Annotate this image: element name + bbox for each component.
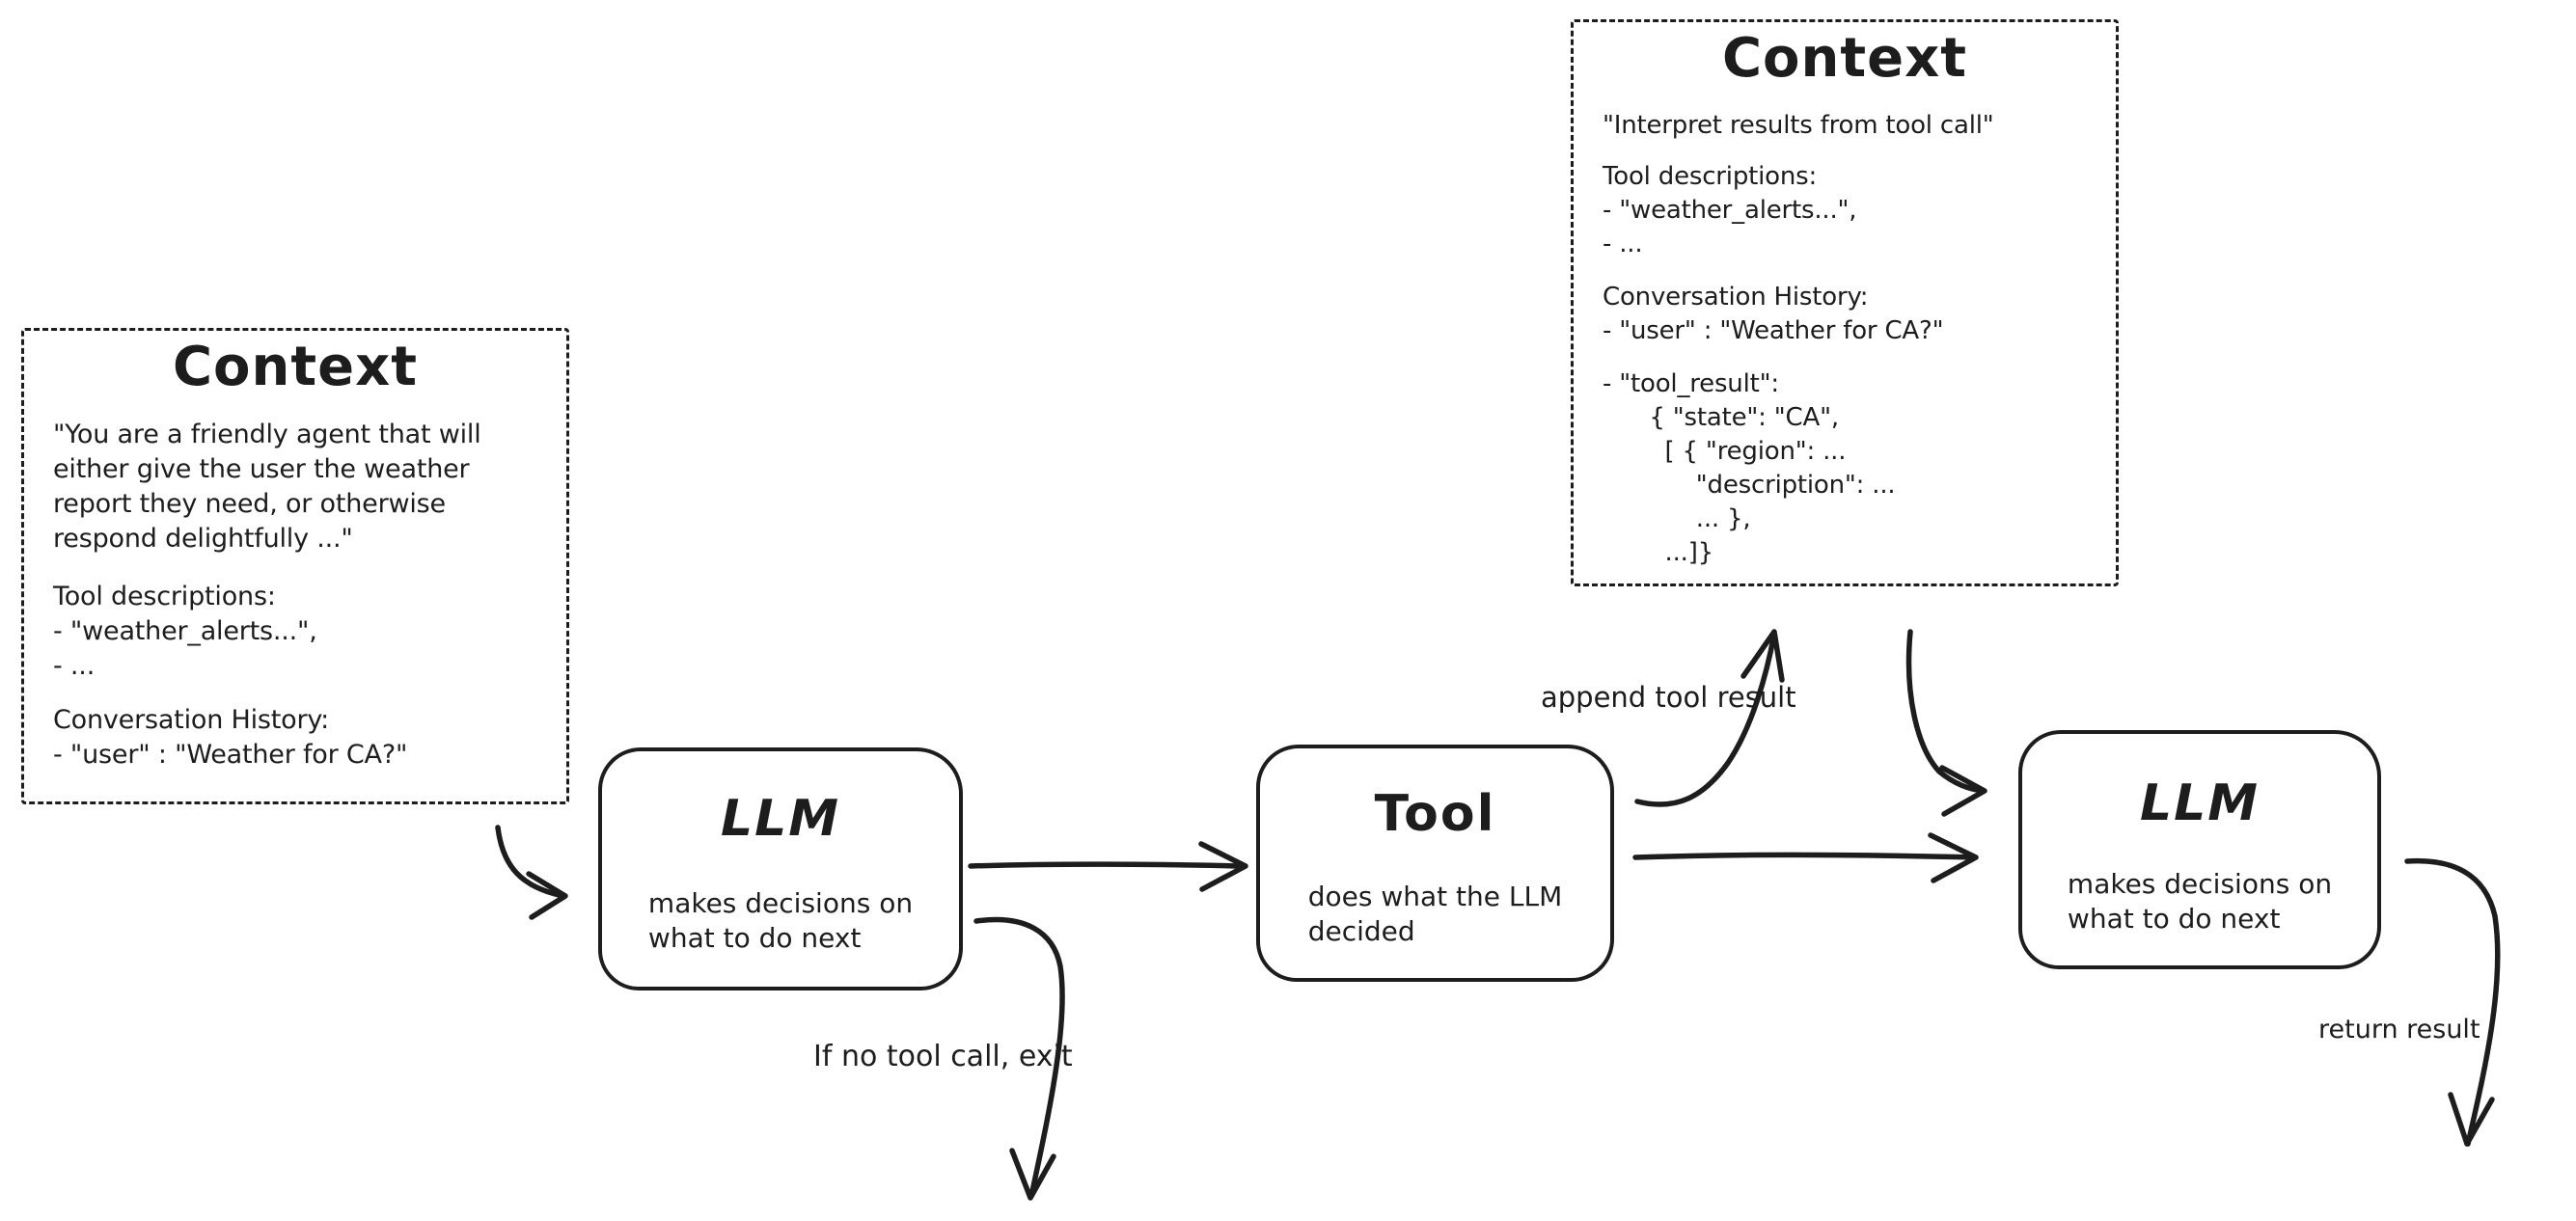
edge-label-return-result: return result [2318, 1015, 2480, 1045]
node-tool-title: Tool [1374, 785, 1496, 843]
node-llm-2-title: LLM [2139, 774, 2260, 832]
arrow-llm1-to-tool-head [1198, 841, 1248, 892]
node-tool-subtitle: does what the LLM decided [1307, 881, 1563, 947]
context-right-conversation-history: Conversation History: - "user" : "Weathe… [1603, 283, 1944, 345]
edge-label-if-no-tool-call-exit: If no tool call, exit [813, 1040, 1073, 1073]
arrow-tool-to-llm2 [1632, 832, 1979, 883]
arrow-context1-to-llm1-head [526, 871, 568, 920]
node-llm-1: LLM makes decisions on what to do next [598, 747, 963, 990]
context-left-conversation-history: Conversation History: - "user" : "Weathe… [53, 705, 408, 770]
context-left-tool-descriptions: Tool descriptions: - "weather_alerts..."… [53, 582, 317, 681]
arrow-context2-to-llm2 [1905, 629, 1987, 817]
arrow-context1-to-llm1-line [495, 825, 566, 899]
node-llm-1-subtitle: makes decisions on what to do next [647, 887, 914, 954]
arrow-llm2-return [2404, 857, 2501, 1147]
arrow-llm2-return-line [2404, 857, 2501, 1147]
arrow-context1-to-llm1 [495, 825, 568, 920]
arrow-context2-to-llm2-line [1905, 629, 1986, 794]
arrow-llm1-exit-line [973, 916, 1065, 1199]
context-right-tool-descriptions: Tool descriptions: - "weather_alerts..."… [1603, 162, 1857, 258]
node-llm-2: LLM makes decisions on what to do next [2018, 730, 2381, 969]
arrow-tool-to-llm2-head [1928, 832, 1979, 883]
arrow-llm1-exit [973, 916, 1065, 1201]
arrow-llm1-exit-head [1009, 1148, 1056, 1201]
context-right-system-prompt: "Interpret results from tool call" [1603, 111, 1994, 140]
node-llm-1-title: LLM [720, 790, 840, 848]
context-right-tool-result: - "tool_result": { "state": "CA", [ { "r… [1603, 369, 1896, 567]
context-right-title: Context [1721, 27, 1968, 90]
arrow-tool-to-context2-head [1740, 629, 1785, 683]
context-box-right: Context "Interpret results from tool cal… [1571, 19, 2119, 586]
arrow-tool-to-context2-line [1634, 631, 1777, 807]
edge-label-append-tool-result: append tool result [1541, 681, 1796, 714]
arrow-tool-to-llm2-line [1632, 852, 1977, 860]
context-left-system-prompt: "You are a friendly agent that will eith… [53, 420, 481, 554]
node-tool: Tool does what the LLM decided [1256, 745, 1614, 982]
arrow-llm2-return-head [2448, 1092, 2495, 1147]
context-left-title: Context [172, 336, 419, 398]
arrow-context2-to-llm2-head [1939, 765, 1987, 817]
context-box-left: Context "You are a friendly agent that w… [21, 328, 569, 804]
arrow-llm1-to-tool-line [968, 861, 1246, 869]
node-llm-2-subtitle: makes decisions on what to do next [2067, 868, 2333, 935]
arrow-llm1-to-tool [968, 841, 1248, 892]
arrow-tool-to-context2 [1634, 629, 1785, 807]
